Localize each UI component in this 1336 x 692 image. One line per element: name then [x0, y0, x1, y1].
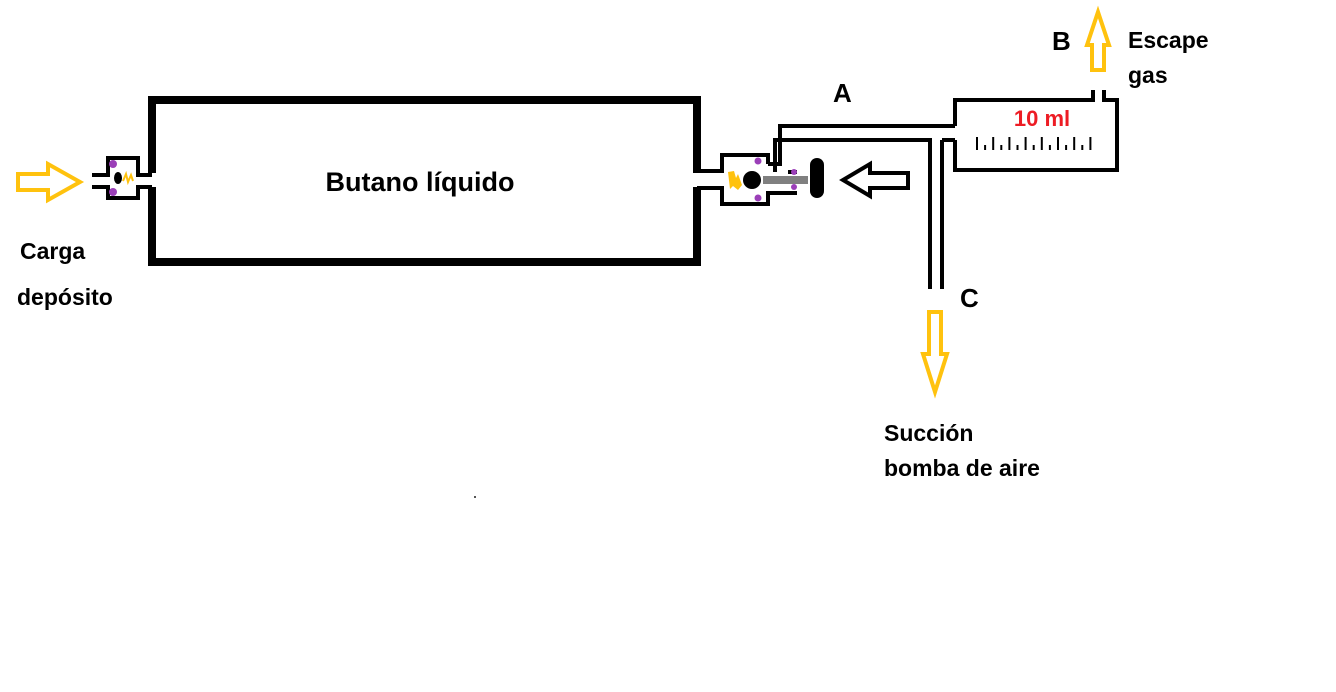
- syringe-tick: [1057, 137, 1059, 150]
- syringe-tick: [1032, 145, 1035, 150]
- valve-actuator-knob[interactable]: [810, 158, 824, 198]
- syringe-tick: [1065, 145, 1068, 150]
- syringe-graduation-ticks: [976, 137, 1092, 150]
- syringe-tick: [1048, 145, 1051, 150]
- stray-dot: [474, 496, 476, 498]
- graduated-syringe: 10 ml: [953, 90, 1119, 172]
- syringe-volume-label: 10 ml: [1014, 106, 1070, 131]
- escape-label-line1: Escape: [1128, 27, 1209, 53]
- suction-label-line2: bomba de aire: [884, 455, 1040, 481]
- valve-ball: [114, 172, 122, 184]
- valve-spring: [728, 171, 742, 190]
- charge-label-line2: depósito: [17, 284, 113, 310]
- seal-top: [109, 160, 117, 168]
- syringe-tick: [1081, 145, 1084, 150]
- syringe-tick: [1000, 145, 1003, 150]
- point-b-label: B: [1052, 26, 1071, 56]
- syringe-tick: [1008, 137, 1011, 150]
- seal-bottom: [109, 188, 117, 196]
- syringe-tick: [992, 137, 995, 150]
- suction-arrow: [920, 310, 950, 399]
- valve-spring: [122, 170, 134, 186]
- right-outlet-valve: [697, 124, 955, 289]
- syringe-tick: [1040, 137, 1043, 150]
- syringe-tick: [1024, 137, 1027, 150]
- point-a-label: A: [833, 78, 852, 108]
- escape-label-line2: gas: [1128, 62, 1168, 88]
- tank-label: Butano líquido: [326, 167, 515, 197]
- push-arrow: [839, 160, 910, 200]
- syringe-tick: [1073, 137, 1076, 150]
- valve-stem: [763, 176, 808, 184]
- syringe-tick: [1089, 137, 1092, 150]
- syringe-tick: [976, 137, 978, 150]
- syringe-tick: [984, 145, 987, 150]
- syringe-tick: [1016, 145, 1019, 150]
- suction-label-line1: Succión: [884, 420, 973, 446]
- charge-label-line1: Carga: [20, 238, 85, 264]
- charge-inflow-arrow: [16, 160, 85, 204]
- butane-tank: [148, 96, 701, 266]
- point-c-label: C: [960, 283, 979, 313]
- left-fill-valve: [92, 156, 152, 200]
- escape-gas-arrow: [1084, 5, 1112, 72]
- valve-ball: [743, 171, 761, 189]
